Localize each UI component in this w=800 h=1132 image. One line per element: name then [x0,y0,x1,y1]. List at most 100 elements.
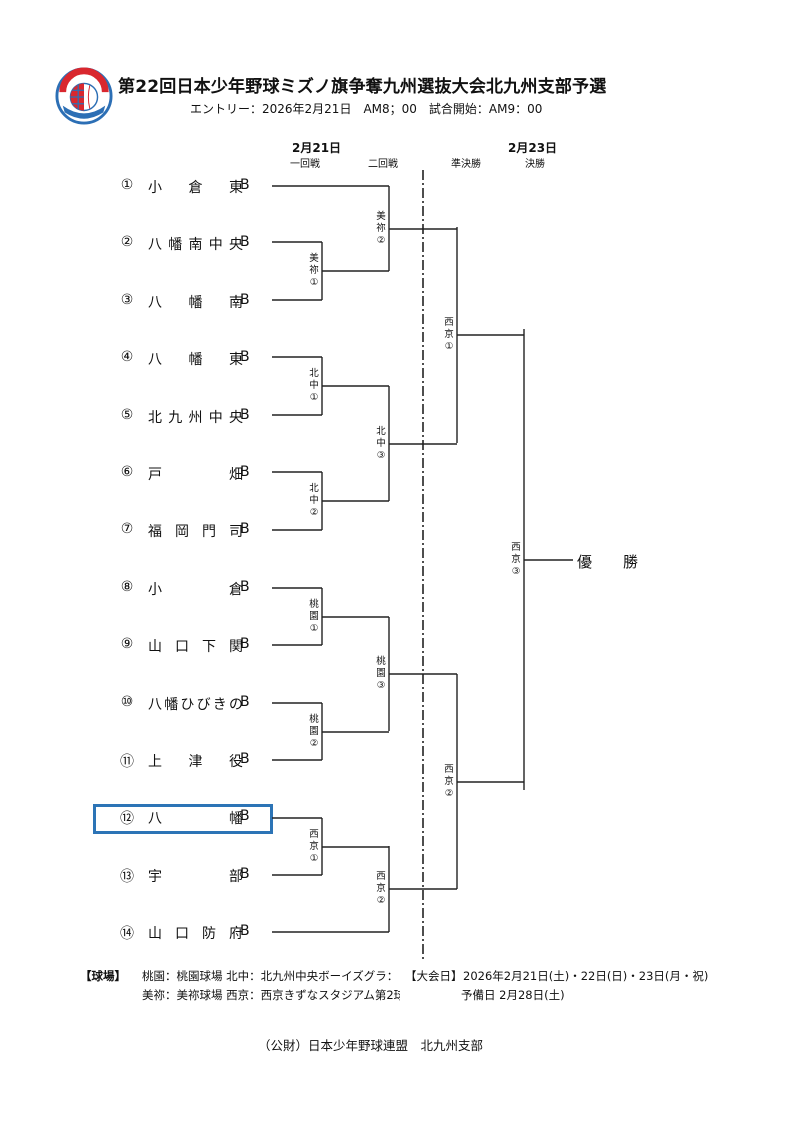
match-label-char: ③ [376,450,386,461]
team-seed-number: ⑫ [120,811,134,828]
match-label-char: ② [309,738,319,749]
team-class-suffix: B [240,349,250,366]
round-label-semifinal: 準決勝 [451,159,481,170]
team-seed-number: ⑤ [120,406,134,423]
team-highlight-box [93,804,273,834]
team-seed-number: ⑭ [120,926,134,943]
team-seed-number: ⑦ [120,521,134,538]
team-class-suffix: B [240,464,250,480]
match-label-char: 京 [376,883,386,894]
match-label-char: ① [309,392,319,403]
team-class-suffix: B [240,578,250,595]
team-class-suffix: B [240,177,250,193]
team-seed-number: ⑪ [120,754,134,770]
team-name: 山口下関 [148,639,244,656]
tournament-dates: 2026年2月21日(土)・22日(日)・23日(月・祝) [463,969,709,983]
match-label-char: 西 [511,542,521,553]
match-label-char: ① [309,277,319,288]
organization-name: （公財）日本少年野球連盟 北九州支部 [258,1038,484,1053]
match-label-char: 中 [309,495,319,506]
match-label-char: 北 [376,426,386,437]
team-seed-number: ② [120,234,134,251]
team-seed-number: ⑬ [120,868,134,885]
match-label-char: 京 [444,329,454,340]
match-label-char: ② [309,507,319,518]
match-label-char: ② [444,788,454,799]
team-class-suffix: B [240,234,250,251]
match-label-char: 中 [376,438,386,449]
match-label-char: 北 [309,368,319,379]
team-name: 八幡東 [148,352,244,369]
match-label-char: 桃 [309,714,319,725]
match-label-char: 祢 [309,265,319,276]
team-seed-number: ⑥ [120,464,134,480]
team-class-suffix: B [240,865,250,882]
team-class-suffix: B [240,693,250,710]
date-day2: 2月23日 [508,141,558,155]
match-label-char: ① [444,341,454,352]
match-label-char: 祢 [376,223,386,234]
team-seed-number: ④ [120,349,134,366]
venue-line-1: 桃園：桃園球場 北中：北九州中央ボーイズグラ： [142,969,399,983]
venue-heading: 【球場】 [80,969,126,983]
team-seed-number: ① [120,177,134,193]
venue-line-2: 美祢：美祢球場 西京：西京きずなスタジアム第2球ｷ [142,988,400,1002]
reserve-date: 予備日 2月28日(土) [461,988,565,1002]
team-name: 八幡ひびきの [148,696,244,713]
team-class-suffix: B [240,291,250,308]
match-label-char: 美 [376,211,386,222]
team-name: 八幡南 [148,294,244,311]
team-name: 山口防府 [148,926,244,943]
page-title: 第22回日本少年野球ミズノ旗争奪九州選抜大会北九州支部予選 [118,77,607,97]
match-label-char: 西 [444,764,454,775]
team-name: 八幡南中央 [148,237,244,254]
entry-time-info: エントリー：2026年2月21日 AM8；00 試合開始：AM9：00 [190,102,543,116]
team-name: 北九州中央 [148,409,244,426]
match-label-char: 桃 [376,656,386,667]
team-class-suffix: B [240,521,250,538]
match-label-char: ② [376,895,386,906]
match-label-char: 中 [309,380,319,391]
match-label-char: ③ [376,680,386,691]
team-class-suffix: B [240,808,250,825]
team-name: 小倉 [148,581,244,598]
team-name: 宇部 [148,868,244,885]
match-label-char: 美 [309,253,319,264]
team-name: 福岡門司 [148,524,244,541]
team-class-suffix: B [240,751,250,767]
team-name: 八幡 [148,811,244,828]
team-seed-number: ⑩ [120,693,134,710]
team-name: 小倉東 [148,180,244,196]
match-label-char: ② [376,235,386,246]
dates-heading: 【大会日】 [405,969,463,983]
match-label-char: 園 [376,668,386,679]
match-label-char: 京 [309,841,319,852]
team-seed-number: ③ [120,291,134,308]
team-seed-number: ⑧ [120,578,134,595]
round-label-final: 決勝 [525,159,545,170]
boys-league-logo-icon [55,67,113,125]
team-class-suffix: B [240,636,250,653]
team-class-suffix: B [240,923,250,940]
